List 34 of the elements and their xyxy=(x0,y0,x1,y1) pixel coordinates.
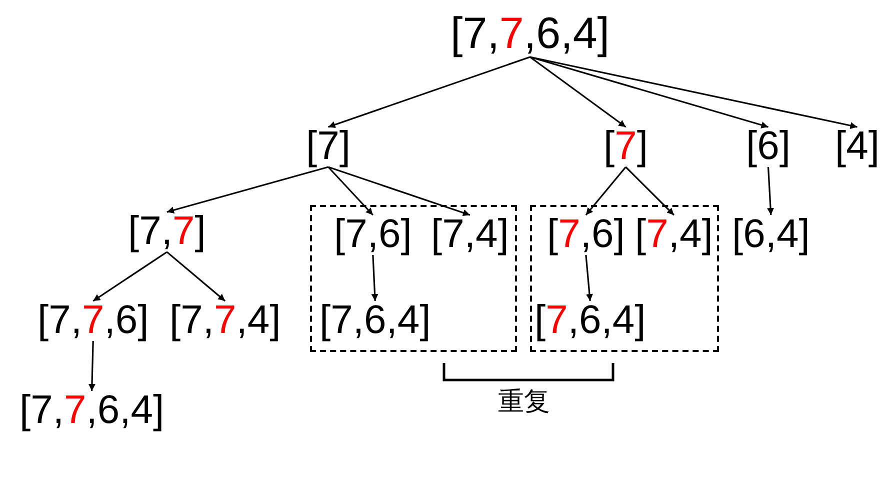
dashed-box xyxy=(310,205,517,352)
array-label: [7] xyxy=(604,126,648,166)
array-label: [7,7] xyxy=(128,211,206,251)
arrow xyxy=(166,251,226,302)
array-label: [6] xyxy=(746,126,790,166)
arrow xyxy=(328,166,470,216)
arrow xyxy=(530,56,626,128)
arrow xyxy=(530,56,768,128)
array-label: [7,7,6,4] xyxy=(20,390,164,430)
array-label: [7,6] xyxy=(547,214,625,254)
array-label: [7,6,4] xyxy=(534,300,646,340)
arrow xyxy=(767,166,774,216)
array-label: [7] xyxy=(306,126,350,166)
arrow xyxy=(166,166,328,214)
arrow xyxy=(585,166,626,216)
arrow xyxy=(625,166,674,216)
arrow xyxy=(328,56,530,128)
arrow xyxy=(88,340,96,392)
array-label: [6,4] xyxy=(732,214,810,254)
arrow xyxy=(585,254,593,302)
array-label: [7,7,6] xyxy=(38,300,149,340)
dashed-box xyxy=(530,205,719,352)
arrow xyxy=(328,166,374,216)
array-label: [7,6,4] xyxy=(320,300,431,340)
bracket-label: 重复 xyxy=(498,388,550,414)
arrow xyxy=(92,251,168,302)
array-label: [7,7,4] xyxy=(170,300,281,340)
array-label: [7,6] xyxy=(334,214,412,254)
arrow xyxy=(530,56,858,129)
arrow xyxy=(371,254,378,302)
array-label: [4] xyxy=(835,126,880,166)
array-label: [7,4] xyxy=(431,214,509,254)
array-label: [7,7,6,4] xyxy=(450,12,610,56)
array-label: [7,4] xyxy=(635,214,713,254)
